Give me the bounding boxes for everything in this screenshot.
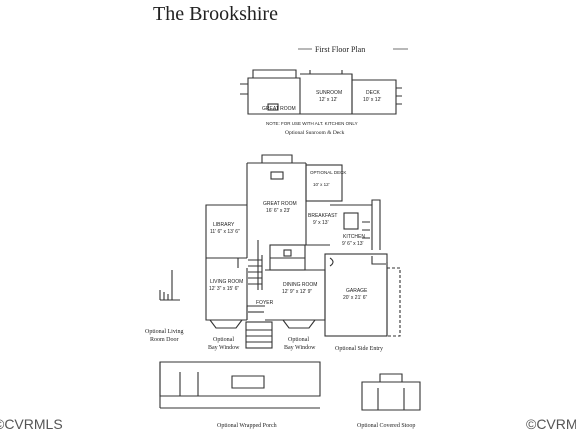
alt-plan-caption: Optional Sunroom & Deck bbox=[285, 130, 345, 136]
room-name: KITCHEN bbox=[343, 234, 365, 240]
caption-wrapped-porch: Optional Wrapped Porch bbox=[217, 423, 277, 429]
caption-bay-window-right: Bay Window bbox=[284, 345, 316, 351]
alt-plan-note: NOTE: FOR USE WITH ALT. KITCHEN ONLY bbox=[266, 121, 358, 126]
wrapped-porch-walls bbox=[159, 361, 321, 409]
alt-room-name: DECK bbox=[366, 90, 381, 96]
room-dims: 9' 6" x 13' bbox=[342, 241, 364, 247]
caption-bay-window-left: Optional bbox=[213, 337, 234, 343]
room-dims: 20' x 21' 6" bbox=[343, 295, 367, 301]
room-dims: 12' 9" x 12' 9" bbox=[282, 289, 312, 295]
caption-covered-stoop: Optional Covered Stoop bbox=[357, 423, 415, 429]
room-name: FOYER bbox=[256, 300, 274, 306]
watermark-right: ©CVRMLS bbox=[526, 416, 576, 432]
room-dims: 12' 3" x 15' 6" bbox=[209, 286, 239, 292]
room-name: GARAGE bbox=[346, 288, 368, 294]
caption-bay-window-right: Optional bbox=[288, 337, 309, 343]
watermark-left: ©CVRMLS bbox=[0, 416, 63, 432]
caption-side-entry: Optional Side Entry bbox=[335, 346, 383, 352]
room-dims: 16' 6" x 23' bbox=[266, 208, 290, 214]
room-dims: 11' 6" x 13' 6" bbox=[210, 229, 240, 235]
room-name: BREAKFAST bbox=[308, 213, 337, 219]
alt-room-name: GREAT ROOM bbox=[262, 106, 296, 112]
room-name: LIBRARY bbox=[213, 222, 235, 228]
room-dims: 9' x 13' bbox=[313, 220, 329, 226]
alt-room-dims: 12' x 12' bbox=[319, 97, 337, 103]
plan-walls bbox=[159, 69, 421, 411]
room-name: DINING ROOM bbox=[283, 282, 317, 288]
room-name: LIVING ROOM bbox=[210, 279, 243, 285]
room-name: GREAT ROOM bbox=[263, 201, 297, 207]
caption-living-room-door: Room Door bbox=[150, 337, 179, 343]
plan-subtitle: First Floor Plan bbox=[315, 45, 365, 54]
room-name: OPTIONAL DECK bbox=[310, 170, 346, 175]
room-dims: 10' x 12' bbox=[313, 182, 330, 187]
plan-title: The Brookshire bbox=[153, 3, 278, 25]
main-plan-walls bbox=[159, 154, 401, 349]
covered-stoop-walls bbox=[361, 373, 421, 411]
caption-bay-window-left: Bay Window bbox=[208, 345, 240, 351]
alt-room-dims: 10' x 12' bbox=[363, 97, 381, 103]
alt-plan-walls bbox=[240, 69, 402, 115]
caption-living-room-door: Optional Living bbox=[145, 329, 184, 335]
alt-room-name: SUNROOM bbox=[316, 90, 342, 96]
